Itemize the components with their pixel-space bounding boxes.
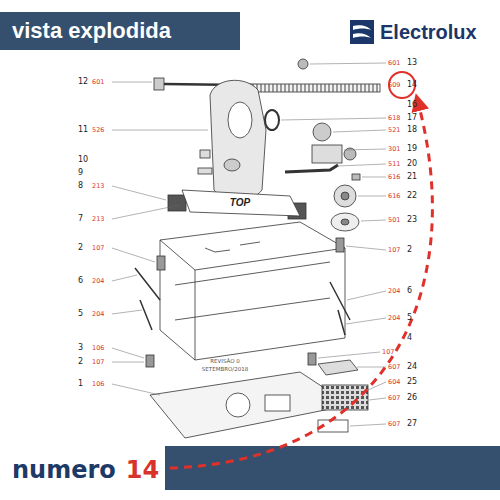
callout-number: 1: [78, 380, 83, 388]
callout-number: 24: [407, 363, 417, 371]
callout-number: 13: [407, 59, 417, 67]
part-code: 204: [388, 315, 400, 322]
callout-number: 5: [407, 314, 412, 322]
callout-number: 19: [407, 145, 417, 153]
part-code: 601: [92, 79, 104, 86]
part-code: 213: [92, 216, 104, 223]
highlight-caption: numero: [12, 458, 116, 482]
part-code: 616: [388, 193, 400, 200]
part-code: 609: [388, 82, 400, 89]
part-code: 213: [92, 183, 104, 190]
callout-number: 6: [78, 277, 83, 285]
callout-number: 10: [78, 156, 88, 164]
part-code: 204: [92, 278, 104, 285]
title-band: vista explodida: [0, 12, 240, 50]
part-code: 107: [382, 349, 394, 356]
callout-number: 8: [78, 182, 83, 190]
callout-number: 11: [78, 126, 88, 134]
part-code: 607: [388, 364, 400, 371]
revision-note: SETEMBRO/2018: [201, 367, 249, 373]
parts: [135, 59, 380, 438]
part-code: 618: [388, 115, 400, 122]
callout-number: 23: [407, 216, 417, 224]
part-code: 107: [388, 247, 400, 254]
callout-number: 2: [407, 246, 412, 254]
callout-number: 2: [78, 358, 83, 366]
part-code: 521: [388, 127, 400, 134]
brand-logo: Electrolux: [380, 22, 477, 42]
title-text: vista explodida: [12, 18, 171, 44]
footer-band: [165, 446, 500, 490]
callout-number: 14: [407, 81, 417, 89]
callout-number: 20: [407, 160, 417, 168]
callout-number: 12: [78, 78, 88, 86]
callout-number: 4: [407, 334, 412, 342]
part-code: 301: [388, 146, 400, 153]
part-code: 107: [92, 245, 104, 252]
part-code: 204: [388, 288, 400, 295]
part-code: 601: [388, 60, 400, 67]
part-code: 607: [388, 421, 400, 428]
part-code: 616: [388, 174, 400, 181]
pointer-arrow: [170, 102, 432, 468]
part-code: 501: [388, 217, 400, 224]
callout-number: 25: [407, 378, 417, 386]
callout-number: 3: [78, 344, 83, 352]
callout-number: 9: [78, 169, 83, 177]
callout-number: 22: [407, 192, 417, 200]
part-marking: TOP: [228, 198, 252, 208]
callout-number: 18: [407, 126, 417, 134]
logo-icon: [350, 20, 374, 44]
highlight-caption: 14: [126, 458, 159, 482]
callout-number: 2: [78, 244, 83, 252]
callout-number: 26: [407, 394, 417, 402]
callout-number: 6: [407, 287, 412, 295]
callout-number: 17: [407, 114, 417, 122]
callout-number: 21: [407, 173, 417, 181]
part-code: 204: [92, 311, 104, 318]
part-code: 604: [388, 379, 400, 386]
revision-note: REVISÃO 0: [209, 359, 241, 365]
callout-number: 7: [78, 215, 83, 223]
callout-number: 27: [407, 420, 417, 428]
part-code: 526: [92, 127, 104, 134]
part-code: 607: [388, 395, 400, 402]
part-code: 511: [388, 161, 400, 168]
part-code: 106: [92, 345, 104, 352]
part-code: 107: [92, 359, 104, 366]
callout-number: 16: [407, 101, 417, 109]
part-code: 106: [92, 381, 104, 388]
callout-number: 5: [78, 310, 83, 318]
leader-lines: [112, 63, 386, 426]
